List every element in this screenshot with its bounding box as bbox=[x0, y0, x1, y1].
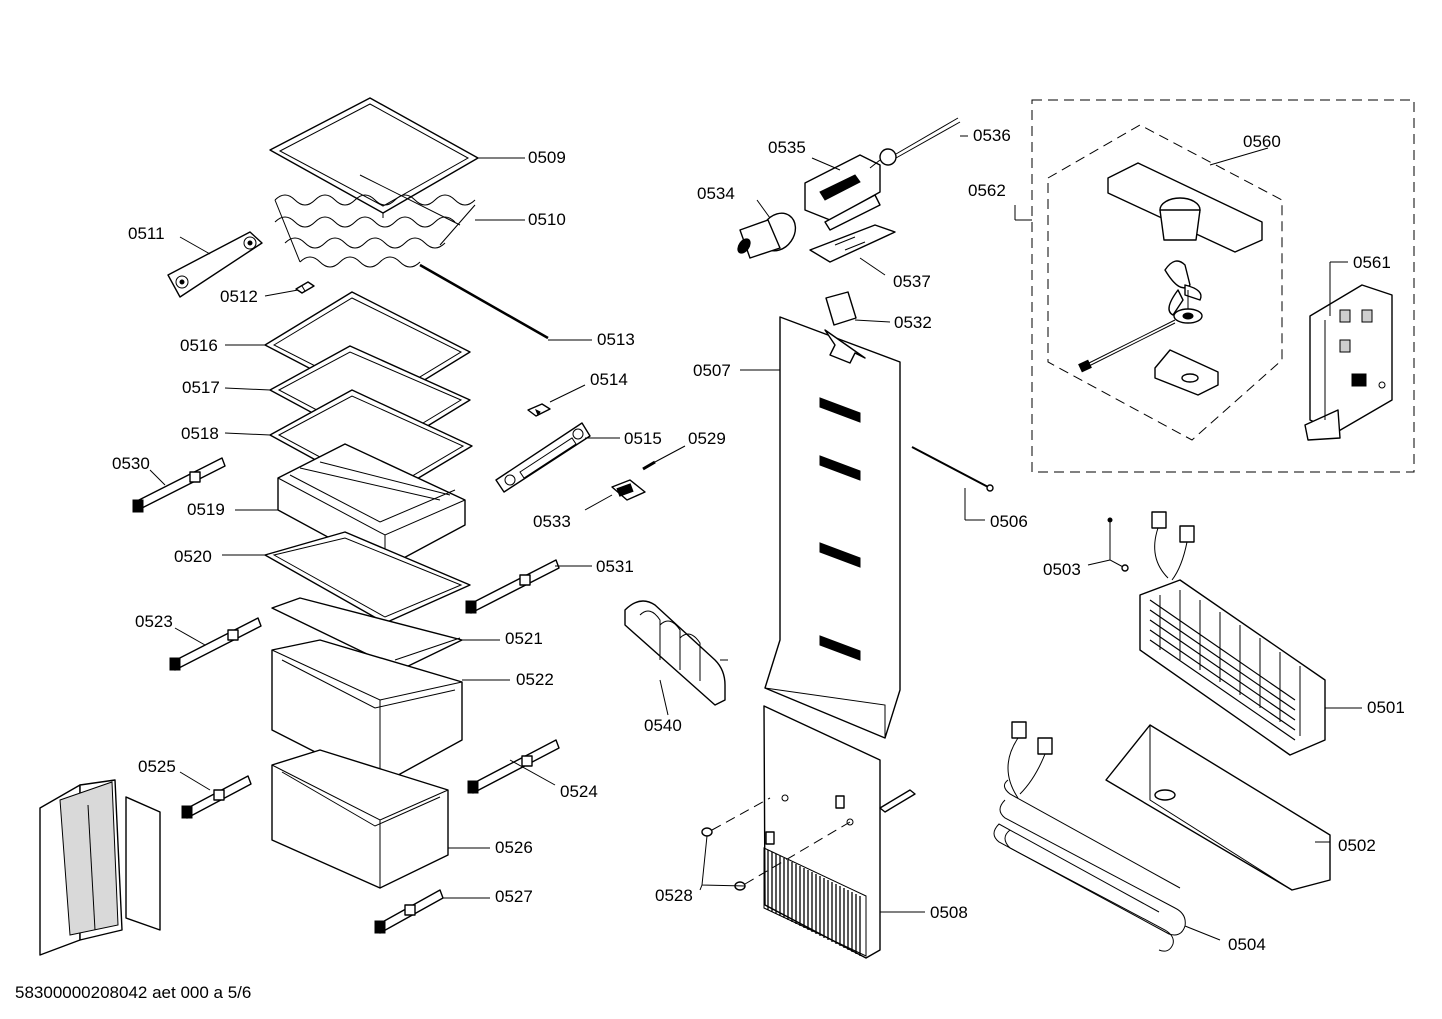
part-cabinet-panel bbox=[39, 779, 161, 956]
label-0511: 0511 bbox=[128, 224, 165, 243]
label-0501: 0501 bbox=[1367, 698, 1405, 717]
label-0510: 0510 bbox=[528, 210, 566, 229]
part-0511-side-plate bbox=[167, 231, 263, 298]
part-0532-plate bbox=[825, 291, 857, 326]
label-0502: 0502 bbox=[1338, 836, 1376, 855]
part-0510-bottle-rack bbox=[274, 174, 476, 268]
label-0515: 0515 bbox=[624, 429, 662, 448]
label-0530: 0530 bbox=[112, 454, 150, 473]
label-0533: 0533 bbox=[533, 512, 571, 531]
label-0534: 0534 bbox=[697, 184, 735, 203]
part-0526-drawer bbox=[271, 749, 449, 889]
label-0519: 0519 bbox=[187, 500, 225, 519]
label-0535: 0535 bbox=[768, 138, 806, 157]
part-0512-clip bbox=[295, 281, 315, 294]
part-0509-glass-shelf bbox=[269, 97, 479, 218]
label-0562: 0562 bbox=[968, 181, 1006, 200]
part-0536-cable bbox=[869, 117, 961, 169]
part-0515-plate bbox=[495, 422, 591, 493]
label-0524: 0524 bbox=[560, 782, 598, 801]
part-0528-screws bbox=[701, 797, 851, 891]
label-0522: 0522 bbox=[516, 670, 554, 689]
part-0529-pin bbox=[642, 460, 656, 471]
label-0528: 0528 bbox=[655, 886, 693, 905]
part-0527-rail bbox=[374, 889, 444, 934]
label-0507: 0507 bbox=[693, 361, 731, 380]
group-0562-fan-assembly bbox=[1031, 99, 1415, 473]
leader-lines bbox=[149, 135, 1362, 941]
label-0529: 0529 bbox=[688, 429, 726, 448]
label-0509: 0509 bbox=[528, 148, 566, 167]
part-0513-rod bbox=[419, 263, 549, 340]
part-0533-switch bbox=[611, 479, 646, 501]
drawing-id: 58300000208042 aet 000 a 5/6 bbox=[15, 983, 251, 1002]
part-0501-evaporator bbox=[1139, 511, 1326, 756]
label-0540: 0540 bbox=[644, 716, 682, 735]
label-0526: 0526 bbox=[495, 838, 533, 857]
label-0537: 0537 bbox=[893, 272, 931, 291]
part-0534-lamp bbox=[737, 212, 797, 259]
part-0514-clip bbox=[527, 403, 551, 417]
part-0503-wire bbox=[1107, 517, 1129, 572]
label-0503: 0503 bbox=[1043, 560, 1081, 579]
label-0523: 0523 bbox=[135, 612, 173, 631]
label-0516: 0516 bbox=[180, 336, 218, 355]
label-0525: 0525 bbox=[138, 757, 176, 776]
part-fan-motor bbox=[1078, 260, 1203, 373]
label-0536: 0536 bbox=[973, 126, 1011, 145]
label-0518: 0518 bbox=[181, 424, 219, 443]
part-0540-flap bbox=[624, 600, 728, 706]
part-0525-rail bbox=[181, 775, 252, 819]
label-0520: 0520 bbox=[174, 547, 212, 566]
part-motor-bracket bbox=[1154, 349, 1219, 396]
label-0504: 0504 bbox=[1228, 935, 1266, 954]
label-0521: 0521 bbox=[505, 629, 543, 648]
label-0527: 0527 bbox=[495, 887, 533, 906]
part-0502-drip-tray bbox=[1105, 724, 1331, 891]
part-0537-diffuser bbox=[809, 224, 896, 263]
label-0508: 0508 bbox=[930, 903, 968, 922]
label-0506: 0506 bbox=[990, 512, 1028, 531]
part-0531-rail bbox=[465, 559, 560, 614]
part-labels: 0509 0510 0511 0512 0513 0516 0517 0518 … bbox=[112, 126, 1405, 954]
label-0531: 0531 bbox=[596, 557, 634, 576]
part-0524-rail bbox=[467, 739, 560, 794]
label-0560: 0560 bbox=[1243, 132, 1281, 151]
part-0508-cover-plate bbox=[763, 705, 916, 959]
label-0532: 0532 bbox=[894, 313, 932, 332]
part-0522-drawer bbox=[271, 639, 463, 786]
label-0561: 0561 bbox=[1353, 253, 1391, 272]
label-0517: 0517 bbox=[182, 378, 220, 397]
part-0523-rail bbox=[169, 617, 262, 671]
part-0561-fan-housing bbox=[1304, 284, 1393, 441]
label-0512: 0512 bbox=[220, 287, 258, 306]
part-0506-sensor bbox=[911, 446, 994, 492]
part-0535-lamp-housing bbox=[804, 154, 881, 231]
part-0507-back-panel bbox=[764, 316, 901, 739]
label-0513: 0513 bbox=[597, 330, 635, 349]
label-0514: 0514 bbox=[590, 370, 628, 389]
part-0520-glass-plate bbox=[264, 531, 471, 624]
part-0504-heater bbox=[993, 721, 1186, 952]
part-0530-rail bbox=[132, 457, 226, 513]
part-0560-fan-shroud bbox=[1107, 162, 1263, 253]
